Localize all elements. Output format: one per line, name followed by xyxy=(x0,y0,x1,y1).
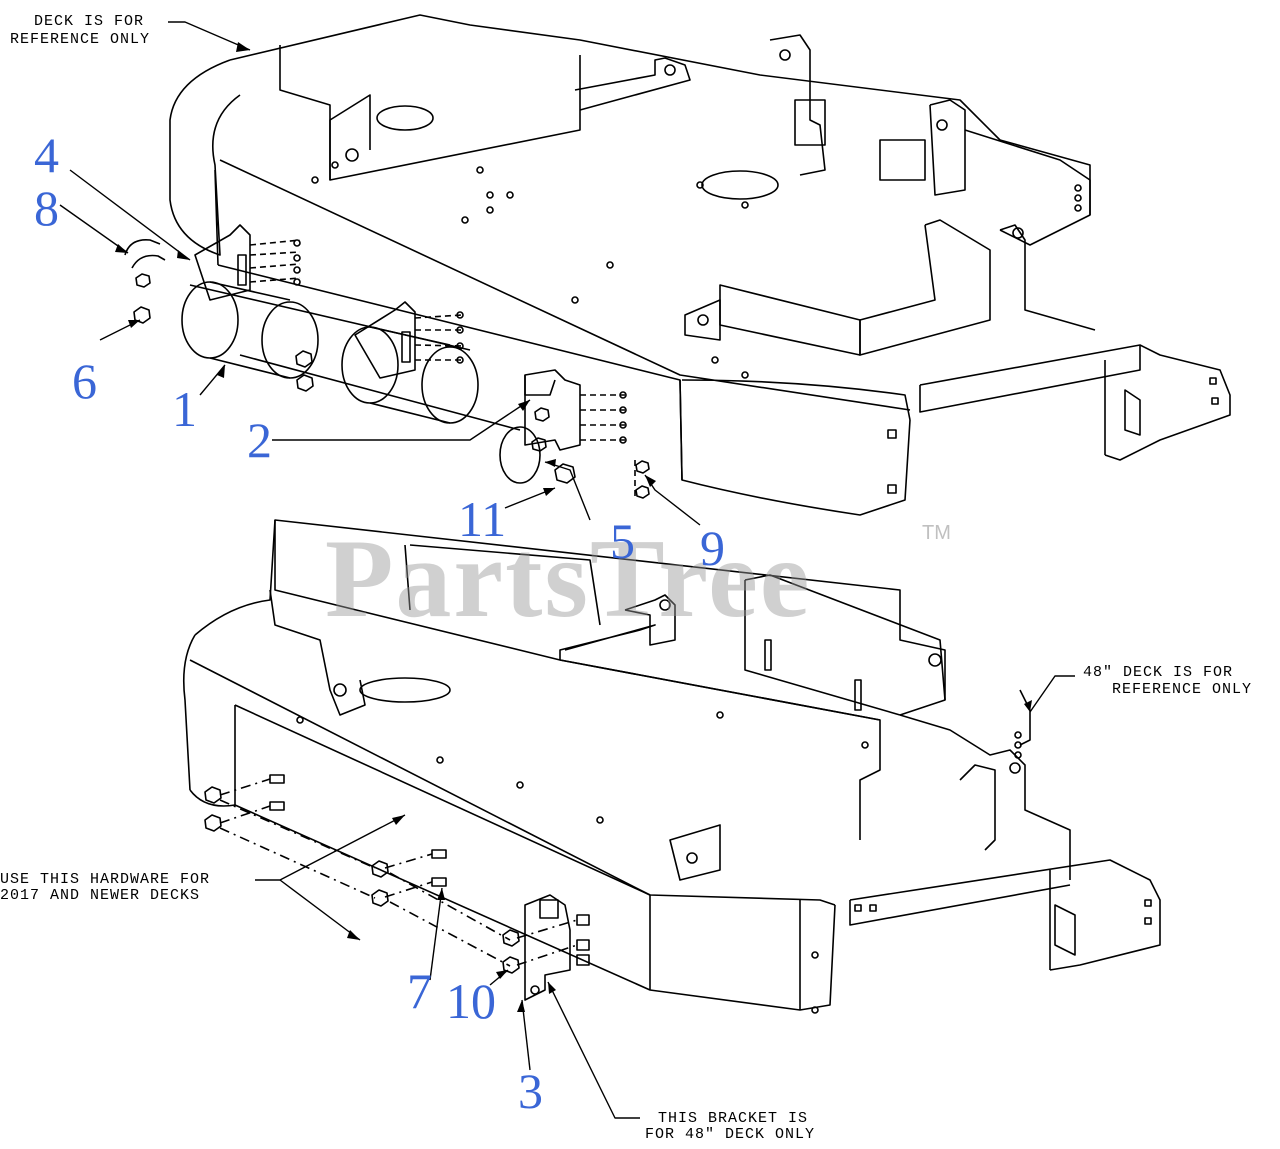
callout-6: 6 xyxy=(72,353,97,409)
lower-deck-48in xyxy=(182,519,1161,1014)
upper-deck xyxy=(169,14,1231,516)
note-bracket-line2: FOR 48" DECK ONLY xyxy=(645,1126,816,1143)
callout-5: 5 xyxy=(610,513,635,569)
callout-10: 10 xyxy=(446,973,496,1029)
note-48in-deck-reference-line2: REFERENCE ONLY xyxy=(1112,681,1253,698)
note-deck-reference-line2: REFERENCE ONLY xyxy=(10,31,151,48)
callout-9: 9 xyxy=(700,520,725,576)
callout-1: 1 xyxy=(172,381,197,437)
watermark-trademark: TM xyxy=(922,522,951,544)
anti-scalp-roller-assembly xyxy=(124,224,650,500)
watermark-logo: PartsTree xyxy=(325,517,812,641)
note-48in-deck-reference-line1: 48" DECK IS FOR xyxy=(1083,664,1234,681)
callout-11: 11 xyxy=(458,491,507,547)
callout-8: 8 xyxy=(34,180,59,236)
callout-4: 4 xyxy=(34,127,59,183)
callout-7: 7 xyxy=(407,963,432,1019)
leader-arrowheads xyxy=(115,42,1032,1012)
callout-3: 3 xyxy=(518,1063,543,1119)
note-bracket-line1: THIS BRACKET IS xyxy=(658,1110,809,1127)
note-hardware-line2: 2017 AND NEWER DECKS xyxy=(0,887,201,904)
callout-2: 2 xyxy=(247,412,272,468)
note-hardware-line1: USE THIS HARDWARE FOR xyxy=(0,871,211,888)
note-deck-reference-line1: DECK IS FOR xyxy=(34,13,145,30)
